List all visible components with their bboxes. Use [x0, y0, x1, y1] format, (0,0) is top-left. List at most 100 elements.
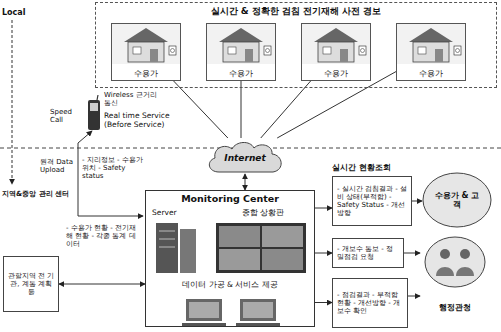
display-label: 종합 상황판	[218, 209, 308, 218]
regional-box: 관할지역 전 기관, 계통 계획 등	[3, 256, 59, 312]
result-box: - 점검결과 - 부적합 현황 - 개선방향 - 개보수 확인	[332, 278, 408, 328]
center-title: Monitoring Center	[146, 194, 314, 205]
connector-line	[412, 201, 422, 202]
server-label: Server	[152, 209, 202, 218]
graphic-part	[219, 28, 263, 42]
graphic-part	[318, 42, 354, 62]
connector-line	[245, 174, 246, 190]
connector-line	[277, 72, 396, 138]
graphic-part	[240, 299, 276, 321]
graphic-part	[236, 323, 280, 326]
connector-line	[59, 284, 145, 285]
graphic-part	[180, 229, 196, 273]
phone-body	[88, 100, 100, 130]
graphic-part	[189, 302, 219, 318]
customer-house: 수용가	[301, 23, 371, 81]
graphic-part	[207, 24, 275, 64]
notice-list: - 개보수 통보 - 정밀점검 요청	[337, 245, 399, 261]
graphic-part	[397, 24, 465, 64]
connector-line	[408, 296, 420, 297]
link-label: Wireless 근거리 통신	[104, 91, 164, 107]
status-list: - 실시간 검침결과 - 설비 상태(부적합) - Safety Status …	[337, 185, 407, 217]
phone-icon	[88, 95, 100, 130]
circle-label: 수용가 & 고객	[433, 191, 481, 209]
phone-screen	[90, 103, 98, 111]
connector-line	[261, 81, 311, 138]
graphic-part	[159, 231, 175, 232]
status-box: - 실시간 검침결과 - 설비 상태(부적합) - Safety Status …	[332, 176, 412, 226]
phone-label: Speed Call	[50, 108, 86, 124]
field-region: 실시간 & 정확한 검침 전기재해 사전 경보수용가수용가수용가수용가	[95, 2, 497, 88]
graphic-part	[262, 226, 303, 247]
service-note: Real time Service (Before Service)	[104, 112, 174, 129]
authority-circle: 행정관청	[420, 236, 490, 314]
house-label: 수용가	[134, 69, 158, 78]
graphic-part	[435, 49, 443, 62]
graphic-part	[266, 49, 270, 53]
graphic-part	[112, 24, 180, 64]
center-name: 지역&중앙 관리 센터	[2, 190, 74, 198]
graphic-part	[456, 49, 460, 53]
graphic-part	[128, 42, 164, 62]
graphic-part	[262, 249, 303, 270]
service-label: 데이터 가공 & 서비스 제공	[150, 281, 310, 290]
upload-arrow	[78, 131, 143, 216]
graphic-part	[133, 47, 141, 54]
graphic-part	[436, 267, 454, 276]
customer-house-art	[207, 24, 275, 64]
graphic-part	[340, 49, 348, 62]
graphic-part	[124, 28, 168, 42]
customer-house-art	[112, 24, 180, 64]
scope-arrow	[12, 20, 13, 184]
data-items: - 수용가 현황 - 전기재해 현황 - 각종 통계 데이터	[66, 224, 142, 248]
customer-house: 수용가	[396, 23, 466, 81]
scope-label: Local	[2, 8, 32, 17]
graphic-part	[460, 249, 470, 259]
graphic-part	[245, 49, 253, 62]
authority-circle-art	[420, 236, 490, 290]
regional-label: 관할지역 전 기관, 계통 계획 등	[7, 272, 55, 296]
graphic-part	[216, 223, 306, 273]
connector-line	[241, 81, 242, 138]
graphic-part	[156, 223, 178, 273]
graphic-part	[361, 49, 365, 53]
graphic-part	[171, 49, 175, 53]
connector-line	[174, 81, 228, 138]
graphic-part	[228, 47, 236, 54]
graphic-part	[243, 302, 273, 318]
graphic-part	[359, 46, 366, 55]
phone-antenna	[97, 95, 98, 100]
graphic-part	[159, 247, 175, 248]
graphic-part	[440, 249, 450, 259]
connector-line	[315, 302, 332, 303]
graphic-part	[159, 239, 175, 240]
house-label: 수용가	[324, 69, 348, 78]
graphic-part	[454, 46, 461, 55]
connector-line	[315, 208, 332, 209]
region-heading: 실시간 & 정확한 검침 전기재해 사전 경보	[211, 6, 382, 16]
notice-box: - 개보수 통보 - 정밀점검 요청	[332, 238, 404, 268]
cloud-label: Internet	[224, 153, 265, 163]
customer-circle: 수용가 & 고객	[422, 172, 492, 228]
internet-cloud: Internet	[205, 138, 285, 174]
graphic-part	[223, 42, 259, 62]
graphic-part	[169, 46, 176, 55]
connector-line	[315, 253, 332, 254]
customer-house: 수용가	[206, 23, 276, 81]
graphic-part	[409, 28, 453, 42]
graphic-part	[209, 142, 281, 172]
graphic-part	[423, 173, 491, 227]
query-heading: 실시간 현황조회	[332, 163, 422, 172]
upload-items: - 지리정보 - 수용가 위치 - Safety status	[82, 156, 144, 180]
graphic-part	[302, 24, 370, 64]
graphic-part	[219, 226, 260, 247]
graphic-part	[456, 267, 474, 276]
graphic-part	[413, 42, 449, 62]
monitoring-center: Monitoring CenterServer 종합 상황판데이터 가공 & 서비…	[145, 190, 315, 327]
graphic-part	[323, 47, 331, 54]
customer-house: 수용가	[111, 23, 181, 81]
graphic-part	[264, 46, 271, 55]
graphic-part	[219, 249, 260, 270]
